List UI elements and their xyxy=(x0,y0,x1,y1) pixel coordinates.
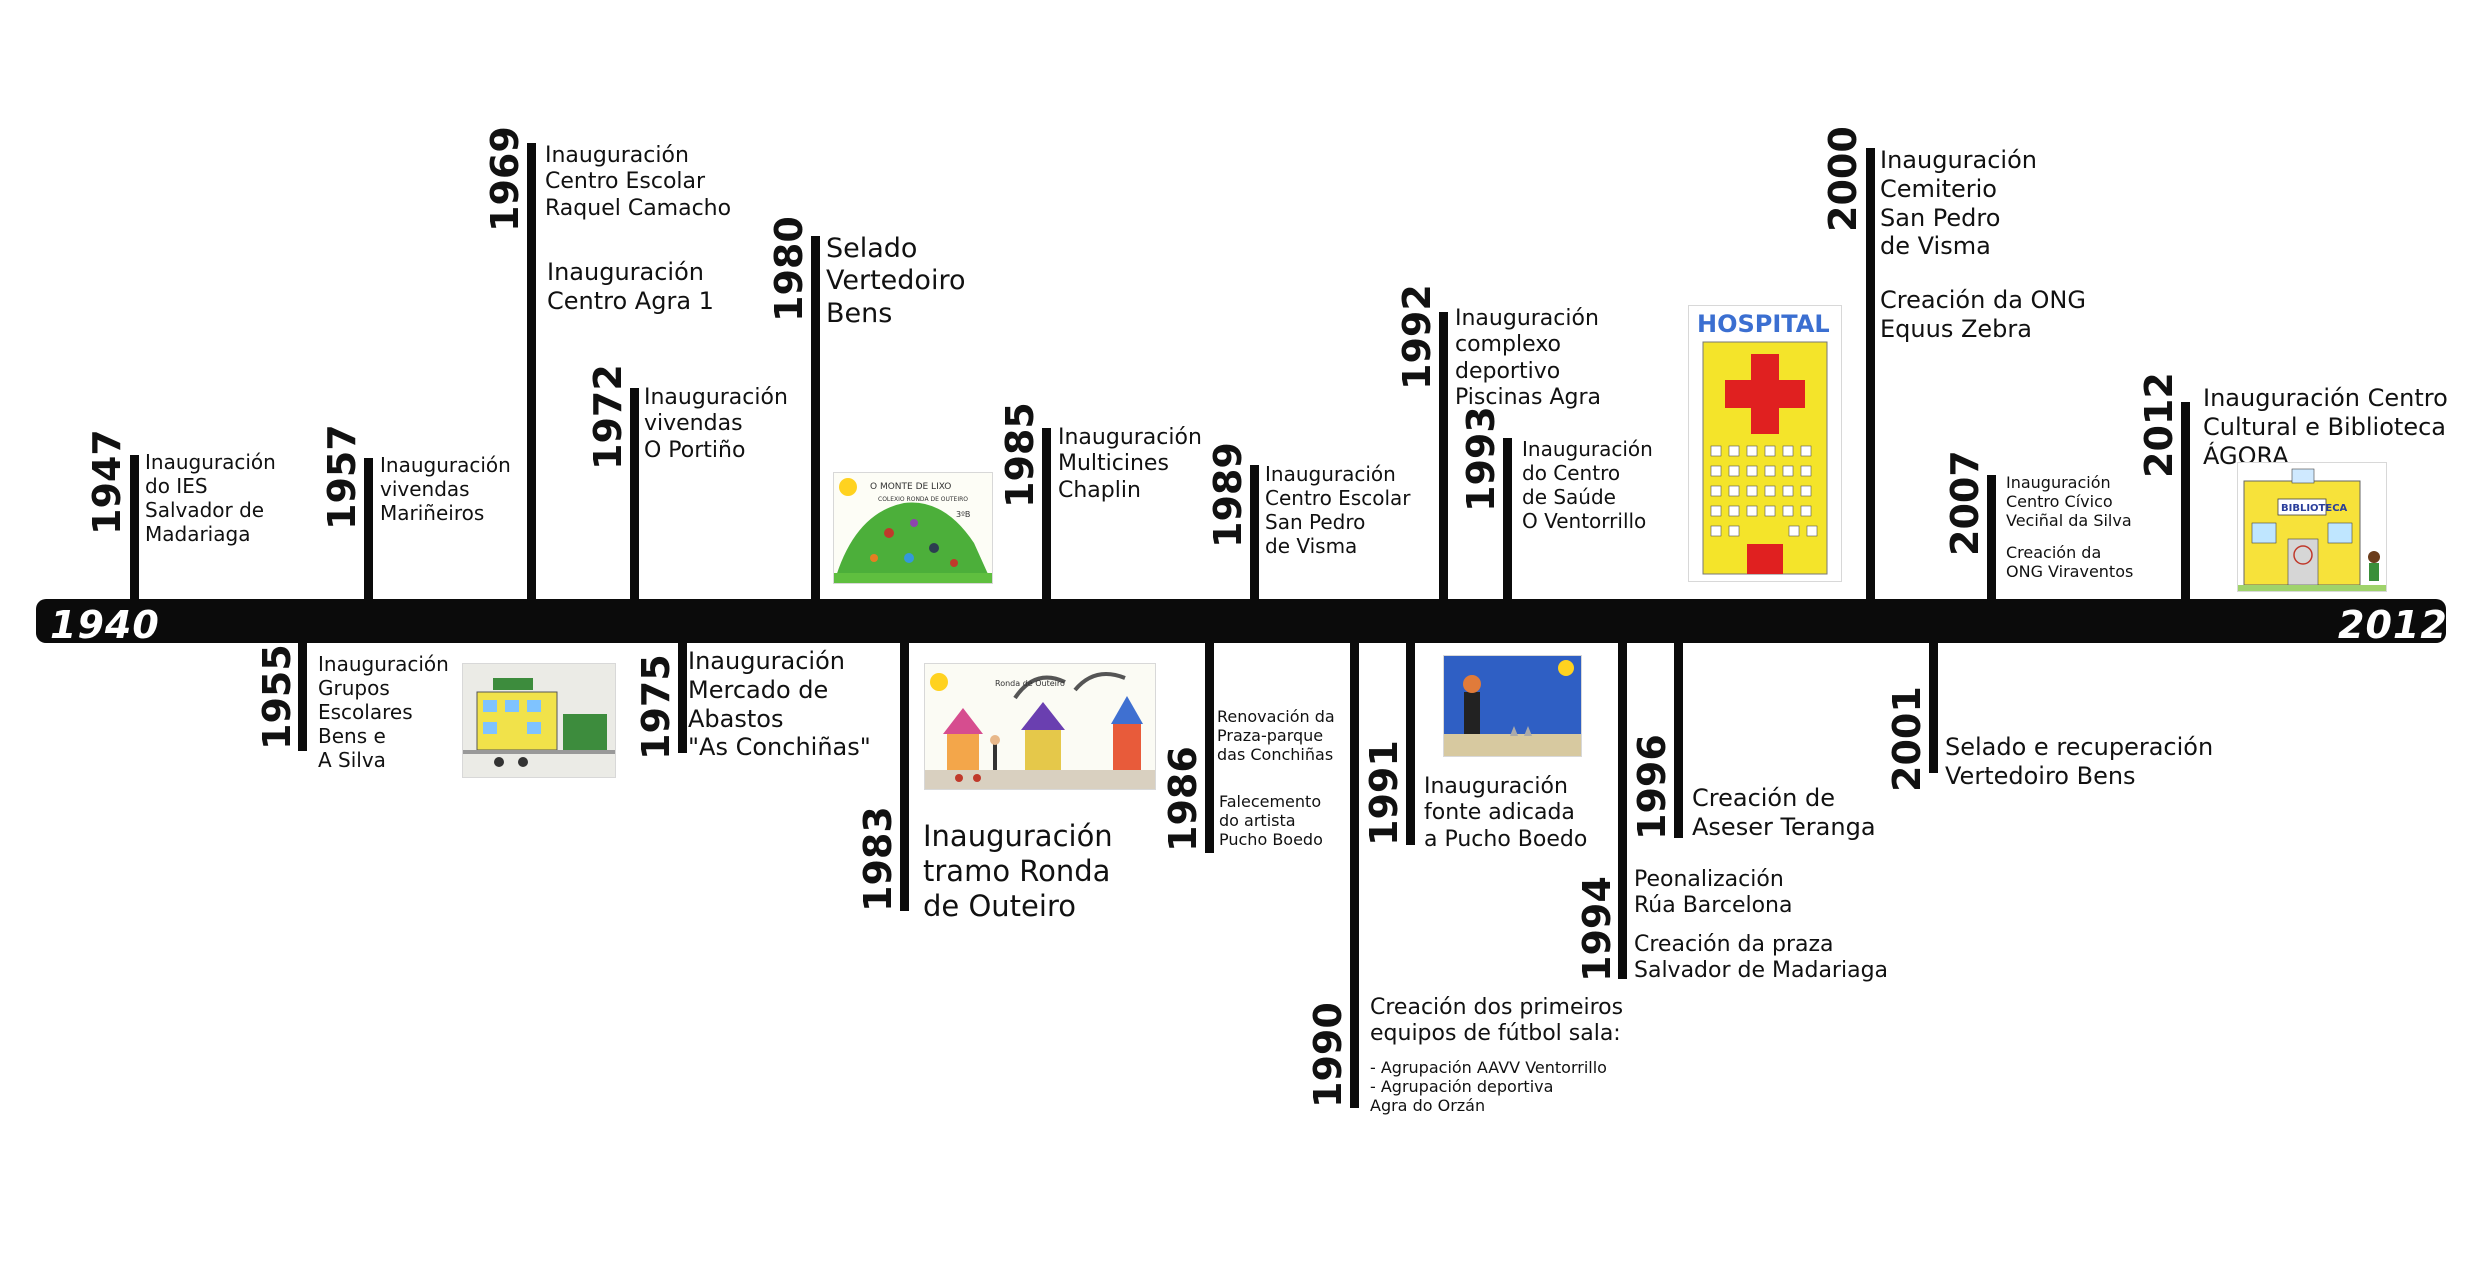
monte-caption: O MONTE DE LIXO xyxy=(870,482,951,492)
event-1983-text: Inauguración tramo Ronda de Outeiro xyxy=(923,819,1113,923)
stem-1992 xyxy=(1439,312,1448,600)
stem-2007 xyxy=(1987,475,1996,600)
drawing-grupos-escolares xyxy=(462,663,616,778)
event-1992-text: Inauguración complexo deportivo Piscinas… xyxy=(1455,306,1601,411)
stem-2012 xyxy=(2181,402,2190,600)
stem-2000 xyxy=(1866,148,1875,600)
drawing-ronda-de-outeiro: Ronda de Outeiro xyxy=(924,663,1156,790)
year-1989: 1989 xyxy=(1206,442,1250,548)
stem-1947 xyxy=(130,455,139,600)
stem-2001 xyxy=(1929,643,1938,773)
year-1975: 1975 xyxy=(634,654,678,760)
drawing-fonte-pucho-boedo xyxy=(1443,655,1582,757)
event-1947-text: Inauguración do IES Salvador de Madariag… xyxy=(145,450,276,546)
event-1996-text: Creación de Aseser Teranga xyxy=(1692,784,1876,841)
drawing-biblioteca: BIBLIOTECA xyxy=(2237,462,2387,592)
drawing-hospital: HOSPITAL xyxy=(1688,305,1842,582)
monte-de-lixo-illustration: O MONTE DE LIXO COLEXIO RONDA DE OUTEIRO… xyxy=(834,478,992,583)
event-1969-text-1: Inauguración Centro Escolar Raquel Camac… xyxy=(545,143,732,221)
stem-1994 xyxy=(1618,627,1627,979)
year-1986: 1986 xyxy=(1161,746,1205,852)
event-1990-text-1: Creación dos primeiros equipos de fútbol… xyxy=(1370,995,1624,1047)
grupos-escolares-illustration xyxy=(463,664,615,777)
ronda-caption: Ronda de Outeiro xyxy=(995,679,1065,688)
stem-1969 xyxy=(527,143,536,600)
event-1994-text-2: Creación da praza Salvador de Madariaga xyxy=(1634,932,1889,984)
event-1957-text: Inauguración vivendas Mariñeiros xyxy=(380,453,511,525)
year-1947: 1947 xyxy=(85,429,129,535)
event-1955-text: Inauguración Grupos Escolares Bens e A S… xyxy=(318,652,449,772)
stem-1989 xyxy=(1250,465,1259,600)
event-2012-text: Inauguración Centro Cultural e Bibliotec… xyxy=(2203,384,2448,470)
year-1993: 1993 xyxy=(1459,406,1503,512)
hospital-caption: HOSPITAL xyxy=(1697,310,1830,338)
stem-1991 xyxy=(1406,643,1415,845)
year-1991: 1991 xyxy=(1362,740,1406,846)
year-2001: 2001 xyxy=(1885,686,1929,792)
axis-start-label: 1940 xyxy=(50,603,160,647)
event-1972-text: Inauguración vivendas O Portiño xyxy=(644,385,788,463)
year-2012: 2012 xyxy=(2137,372,2181,478)
year-2000: 2000 xyxy=(1821,126,1865,232)
event-2001-text: Selado e recuperación Vertedoiro Bens xyxy=(1945,733,2214,790)
year-1996: 1996 xyxy=(1630,734,1674,840)
year-1994: 1994 xyxy=(1575,876,1619,982)
year-1983: 1983 xyxy=(856,806,900,912)
event-1989-text: Inauguración Centro Escolar San Pedro de… xyxy=(1265,462,1411,558)
stem-1972 xyxy=(630,388,639,600)
year-2007: 2007 xyxy=(1943,450,1987,556)
stem-1996 xyxy=(1674,643,1683,838)
fonte-illustration xyxy=(1444,656,1581,756)
year-1985: 1985 xyxy=(998,402,1042,508)
event-2000-text-2: Creación da ONG Equus Zebra xyxy=(1880,286,2086,343)
year-1969: 1969 xyxy=(483,126,527,232)
year-1990: 1990 xyxy=(1306,1002,1350,1108)
event-2007-text-2: Creación da ONG Viraventos xyxy=(2006,543,2134,582)
event-1986-text-1: Renovación da Praza-parque das Conchiñas xyxy=(1217,707,1335,765)
stem-1993 xyxy=(1503,438,1512,600)
event-1985-text: Inauguración Multicines Chaplin xyxy=(1058,425,1202,503)
event-1986-text-2: Falecemento do artista Pucho Boedo xyxy=(1219,792,1323,850)
drawing-monte-de-lixo: O MONTE DE LIXO COLEXIO RONDA DE OUTEIRO… xyxy=(833,472,993,584)
monte-sub: COLEXIO RONDA DE OUTEIRO xyxy=(878,496,968,503)
event-1969-text-2: Inauguración Centro Agra 1 xyxy=(547,258,714,315)
event-1975-text: Inauguración Mercado de Abastos "As Conc… xyxy=(688,647,871,762)
year-1955: 1955 xyxy=(255,644,299,750)
stem-1955 xyxy=(298,643,307,751)
event-1991-text: Inauguración fonte adicada a Pucho Boedo xyxy=(1424,774,1588,852)
year-1980: 1980 xyxy=(767,216,811,322)
axis-end-label: 2012 xyxy=(2338,603,2448,647)
event-2000-text-1: Inauguración Cemiterio San Pedro de Vism… xyxy=(1880,146,2037,261)
year-1972: 1972 xyxy=(586,364,630,470)
event-2007-text-1: Inauguración Centro Cívico Veciñal da Si… xyxy=(2006,473,2132,531)
event-1990-text-2: - Agrupación AAVV Ventorrillo - Agrupaci… xyxy=(1370,1058,1607,1116)
year-1957: 1957 xyxy=(320,424,364,530)
timeline-axis xyxy=(36,599,2446,643)
stem-1975 xyxy=(678,643,687,753)
stem-1986 xyxy=(1205,643,1214,853)
stem-1990 xyxy=(1350,643,1359,1108)
event-1994-text-1: Peonalización Rúa Barcelona xyxy=(1634,867,1793,919)
stem-1983 xyxy=(900,643,909,911)
hospital-illustration: HOSPITAL xyxy=(1697,310,1830,575)
stem-1980 xyxy=(811,236,820,600)
biblioteca-illustration: BIBLIOTECA xyxy=(2238,468,2386,591)
biblioteca-caption: BIBLIOTECA xyxy=(2281,503,2348,514)
year-1992: 1992 xyxy=(1395,284,1439,390)
event-1993-text: Inauguración do Centro de Saúde O Ventor… xyxy=(1522,437,1653,533)
stem-1985 xyxy=(1042,428,1051,600)
monte-grade: 3ºB xyxy=(956,510,970,519)
stem-1957 xyxy=(364,458,373,600)
ronda-de-outeiro-illustration: Ronda de Outeiro xyxy=(925,672,1155,789)
event-1980-text: Selado Vertedoiro Bens xyxy=(826,233,966,329)
